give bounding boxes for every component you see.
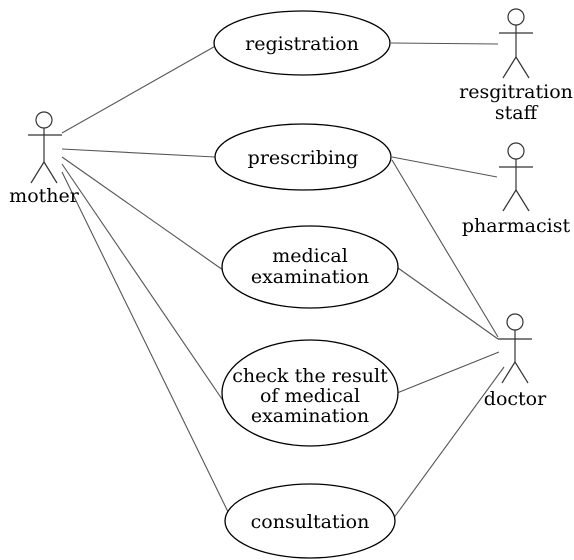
assoc-mother-prescribing	[61, 148, 216, 158]
assoc-registration-staff	[390, 42, 499, 45]
assoc-prescribing-doctor	[391, 159, 499, 338]
use-case-medical-examination-line2: examination	[251, 266, 369, 288]
use-case-check-result: check the result of medical examination	[221, 339, 399, 447]
use-case-check-result-line2: of medical	[260, 385, 360, 407]
use-case-consultation-label: consultation	[251, 511, 370, 533]
actor-registration-staff-label-line2: staff	[495, 102, 539, 124]
associations	[61, 42, 505, 521]
assoc-medical-examination-doctor	[397, 267, 499, 340]
actor-mother-label: mother	[9, 185, 80, 207]
use-case-prescribing-label: prescribing	[248, 147, 359, 169]
actor-doctor-label: doctor	[484, 388, 547, 410]
assoc-prescribing-pharmacist	[391, 156, 498, 178]
use-case-registration: registration	[213, 10, 391, 76]
use-case-prescribing: prescribing	[214, 123, 392, 191]
actor-mother-figure	[28, 111, 62, 184]
assoc-check-result-doctor	[396, 351, 500, 394]
actor-registration-staff-figure	[499, 8, 533, 79]
use-case-medical-examination: medical examination	[221, 225, 399, 309]
use-case-check-result-line1: check the result	[232, 365, 388, 387]
assoc-consultation-doctor	[392, 366, 505, 520]
actor-pharmacist-label: pharmacist	[462, 215, 571, 237]
use-case-consultation: consultation	[224, 483, 396, 559]
assoc-mother-consultation	[61, 171, 233, 521]
actor-pharmacist: pharmacist	[462, 142, 571, 237]
use-case-check-result-line3: examination	[251, 405, 369, 427]
actor-registration-staff: resgitration staff	[459, 8, 573, 124]
assoc-mother-registration	[61, 43, 220, 134]
actor-doctor-figure	[498, 313, 532, 384]
actor-pharmacist-figure	[499, 142, 533, 212]
actor-doctor: doctor	[484, 313, 547, 410]
actor-registration-staff-label-line1: resgitration	[459, 81, 573, 103]
assoc-mother-check-result	[61, 163, 225, 403]
use-case-registration-label: registration	[245, 33, 359, 55]
use-case-medical-examination-line1: medical	[272, 245, 348, 267]
assoc-mother-medical-examination	[61, 156, 224, 271]
actor-mother: mother	[9, 111, 80, 207]
